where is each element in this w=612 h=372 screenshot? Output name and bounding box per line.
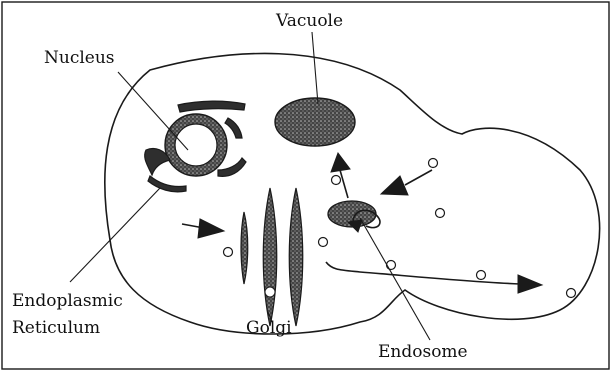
reticulum-label: Reticulum: [12, 318, 100, 338]
golgi-organelle: [241, 188, 303, 326]
nucleus-interior: [175, 124, 217, 166]
vacuole-label: Vacuole: [275, 11, 343, 31]
cell-membrane: [105, 53, 600, 334]
endosome-label: Endosome: [378, 342, 468, 362]
endoplasmic-label: Endoplasmic: [12, 291, 123, 311]
leader-lines: [70, 32, 430, 340]
golgi-label: Golgi: [246, 318, 292, 338]
nucleus-label: Nucleus: [44, 48, 115, 68]
vacuole-organelle: [275, 98, 355, 146]
